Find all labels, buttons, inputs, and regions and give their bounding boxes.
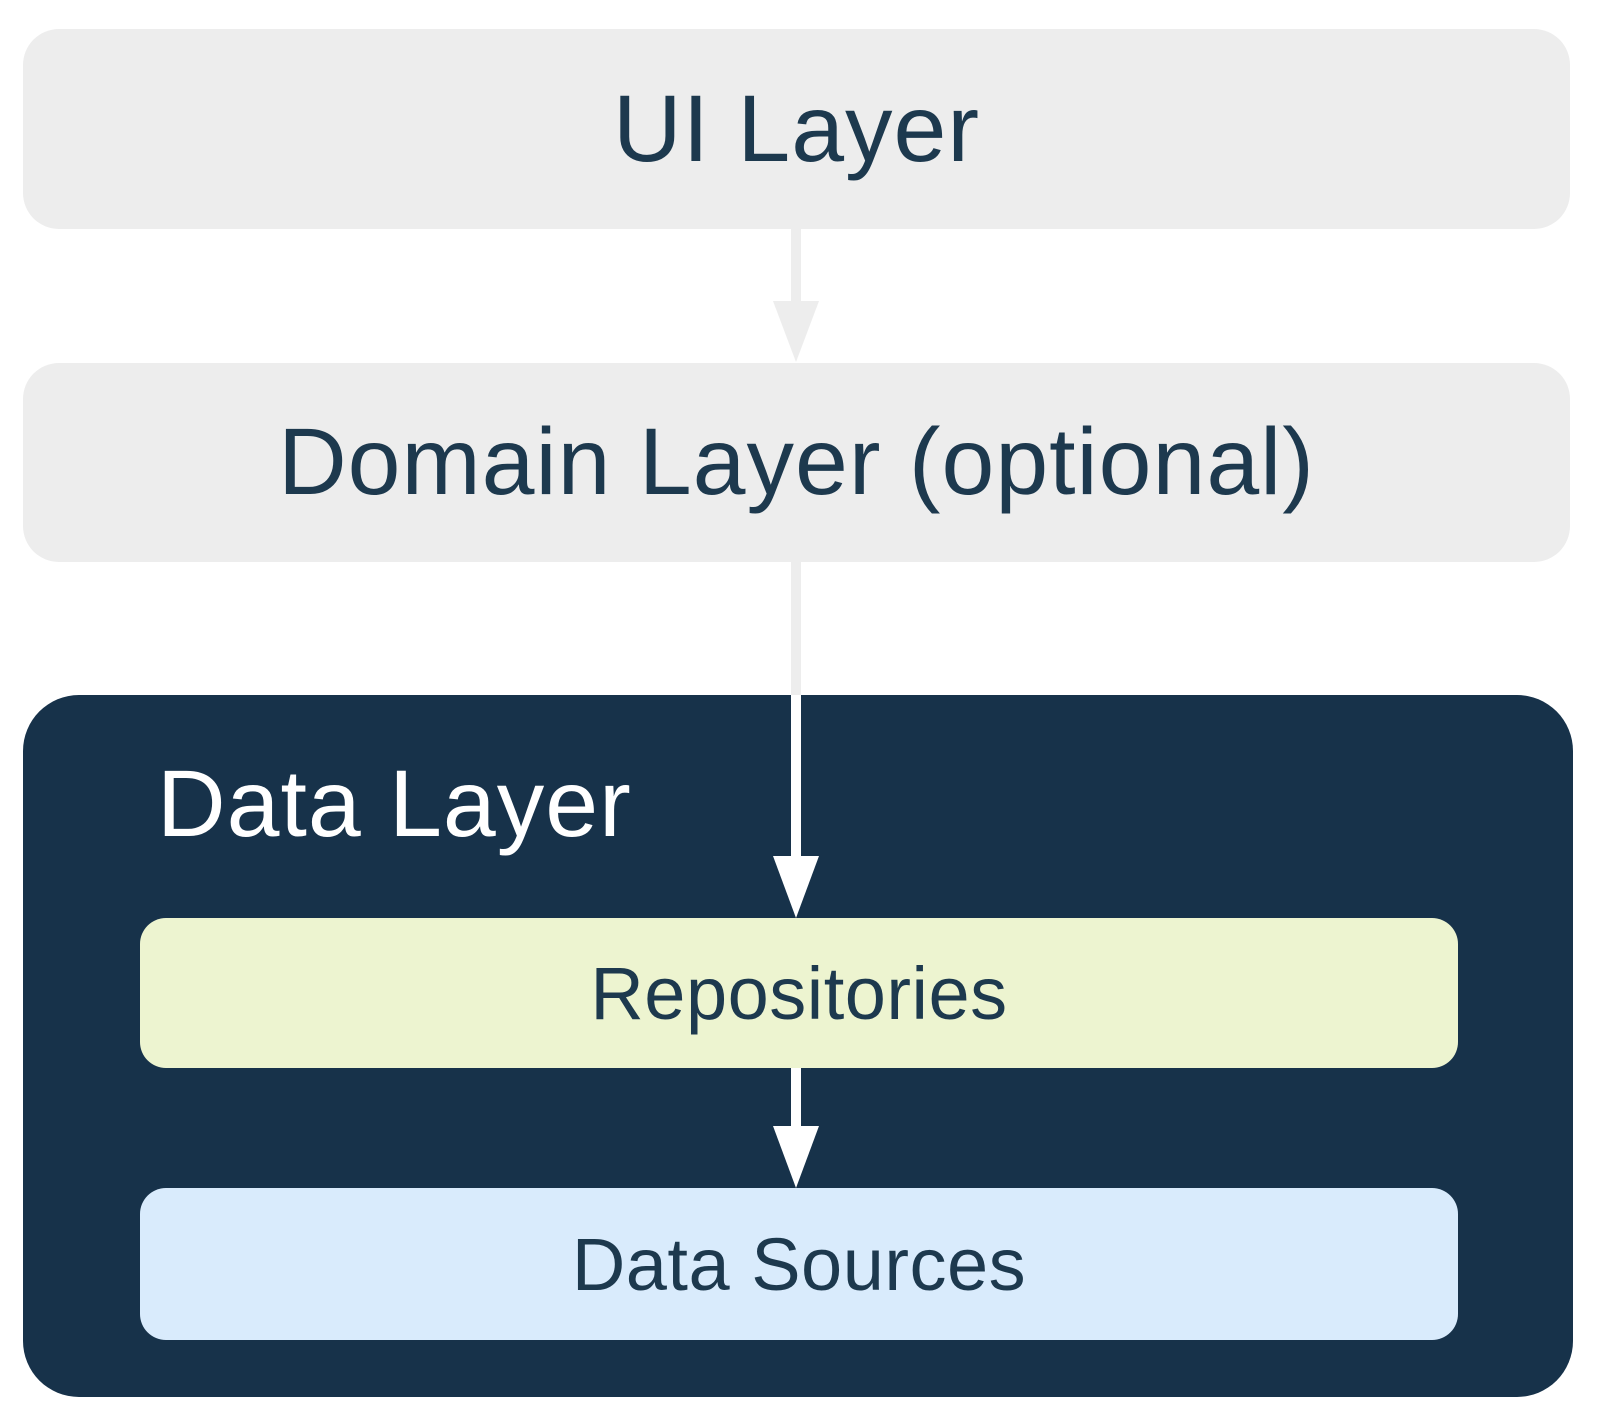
repositories-box: Repositories: [140, 918, 1458, 1068]
arrow-down-repositories-to-data-sources-icon: [773, 1068, 819, 1188]
domain-layer-box: Domain Layer (optional): [23, 363, 1570, 562]
data-sources-label: Data Sources: [571, 1222, 1027, 1306]
repositories-label: Repositories: [590, 951, 1008, 1035]
ui-layer-label: UI Layer: [612, 75, 981, 182]
arrow-down-domain-to-repositories-icon: [773, 562, 819, 918]
domain-layer-label: Domain Layer (optional): [278, 409, 1315, 515]
ui-layer-box: UI Layer: [23, 29, 1570, 229]
data-layer-label: Data Layer: [157, 751, 632, 857]
data-sources-box: Data Sources: [140, 1188, 1458, 1340]
arrow-down-ui-to-domain-icon: [773, 229, 819, 362]
